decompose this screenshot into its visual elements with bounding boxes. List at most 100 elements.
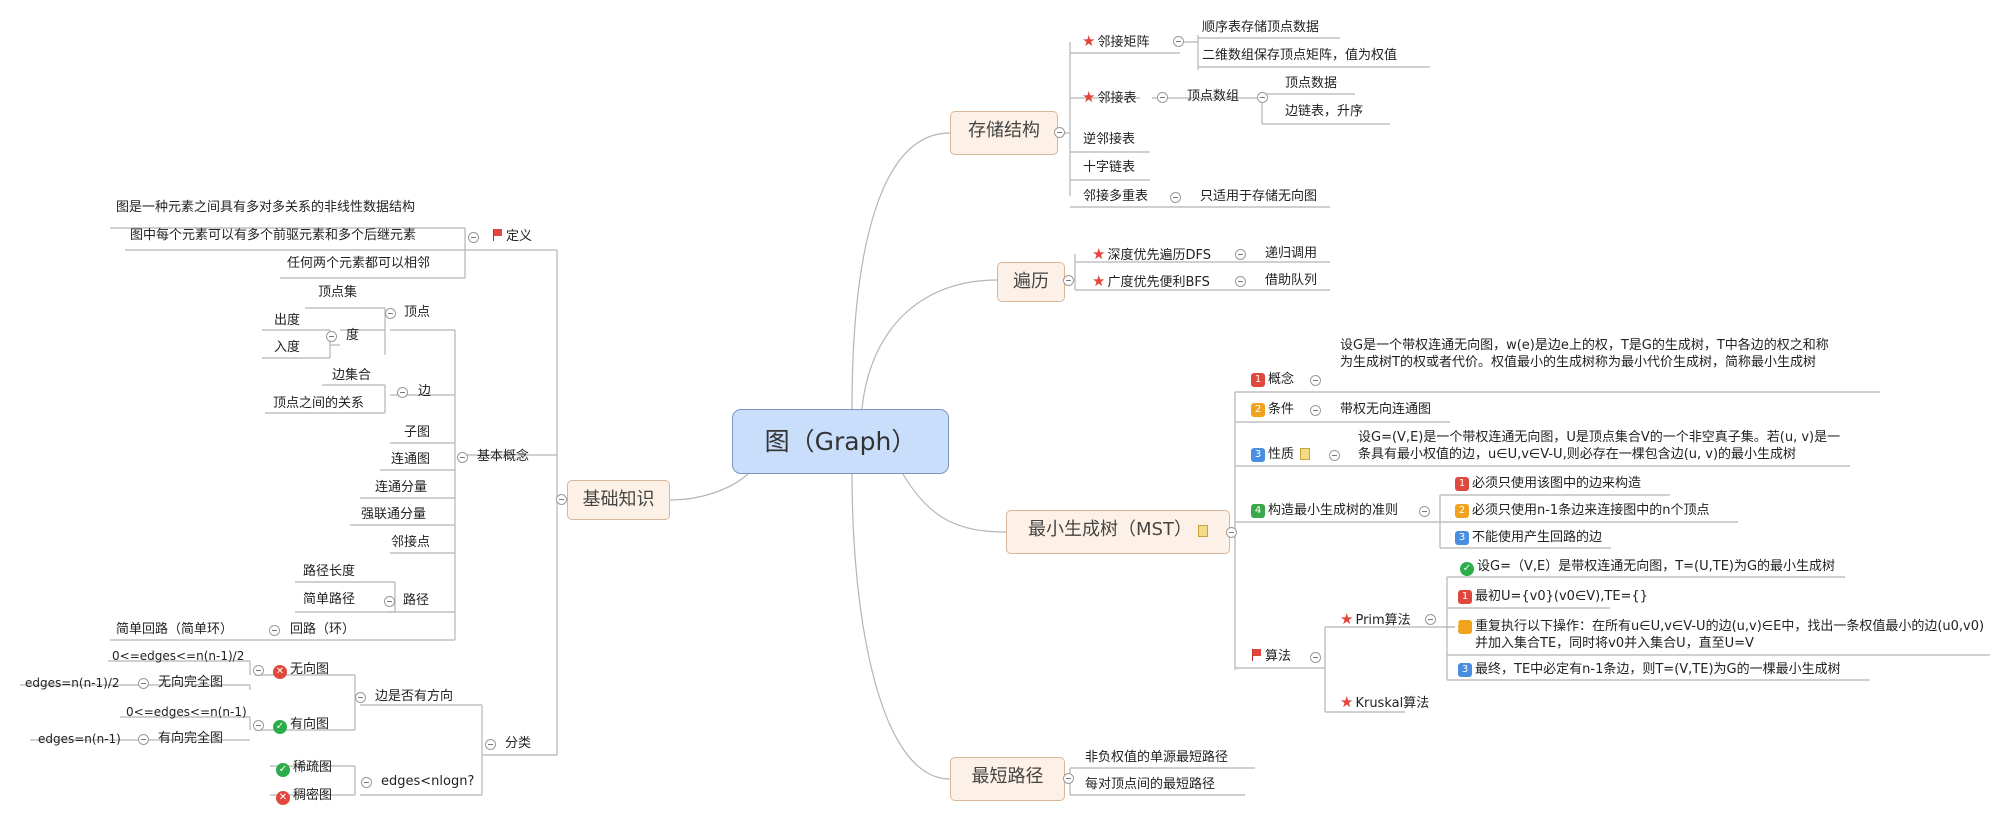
- node-adjacent[interactable]: 邻接点: [391, 535, 431, 550]
- collapse-toggle-icon[interactable]: [355, 692, 366, 703]
- node-dfs-c[interactable]: 递归调用: [1265, 246, 1318, 261]
- collapse-toggle-icon[interactable]: [1310, 652, 1321, 663]
- collapse-toggle-icon[interactable]: [556, 494, 567, 505]
- node-adj-matrix-c2[interactable]: 二维数组保存顶点矩阵，值为权值: [1202, 48, 1398, 63]
- node-def-3[interactable]: 任何两个元素都可以相邻: [287, 256, 431, 271]
- node-directed[interactable]: ✓有向图: [273, 717, 329, 734]
- node-sparse[interactable]: ✓稀疏图: [276, 760, 332, 777]
- node-dfs[interactable]: ★深度优先遍历DFS: [1092, 246, 1211, 264]
- node-strong-comp[interactable]: 强联通分量: [361, 507, 427, 522]
- collapse-toggle-icon[interactable]: [1063, 773, 1074, 784]
- topic-storage[interactable]: 存储结构: [950, 111, 1058, 155]
- node-complete-directed[interactable]: 有向完全图: [158, 731, 224, 746]
- node-property-text[interactable]: 设G=(V,E)是一个带权连通无向图，U是顶点集合V的一个非空真子集。若(u, …: [1358, 430, 1841, 462]
- node-directed-q[interactable]: 边是否有方向: [375, 689, 454, 704]
- collapse-toggle-icon[interactable]: [1329, 450, 1340, 461]
- node-concepts[interactable]: 基本概念: [477, 449, 530, 464]
- collapse-toggle-icon[interactable]: [384, 596, 395, 607]
- node-degree[interactable]: 度: [346, 328, 360, 343]
- node-adj-multi[interactable]: 邻接多重表: [1083, 189, 1149, 204]
- node-inv-adj[interactable]: 逆邻接表: [1083, 132, 1136, 147]
- topic-shortest[interactable]: 最短路径: [950, 757, 1065, 801]
- node-single-source[interactable]: 非负权值的单源最短路径: [1085, 750, 1229, 765]
- collapse-toggle-icon[interactable]: [1235, 276, 1246, 287]
- collapse-toggle-icon[interactable]: [1226, 527, 1237, 538]
- collapse-toggle-icon[interactable]: [253, 665, 264, 676]
- node-classify[interactable]: 分类: [505, 736, 532, 751]
- node-dense[interactable]: ✕稠密图: [276, 788, 332, 805]
- collapse-toggle-icon[interactable]: [1257, 92, 1268, 103]
- collapse-toggle-icon[interactable]: [1157, 92, 1168, 103]
- node-cycle[interactable]: 回路（环）: [290, 622, 356, 637]
- node-definition[interactable]: 定义: [492, 229, 532, 245]
- collapse-toggle-icon[interactable]: [397, 387, 408, 398]
- node-out-degree[interactable]: 出度: [274, 313, 301, 328]
- node-undirected[interactable]: ✕无向图: [273, 662, 329, 679]
- topic-traverse[interactable]: 遍历: [997, 262, 1065, 302]
- node-edge-list[interactable]: 边链表，升序: [1285, 104, 1364, 119]
- node-vertex-relation[interactable]: 顶点之间的关系: [273, 396, 365, 411]
- node-adj-matrix-c1[interactable]: 顺序表存储顶点数据: [1202, 20, 1320, 35]
- node-algo[interactable]: 算法: [1251, 649, 1291, 665]
- node-prim[interactable]: ★Prim算法: [1340, 611, 1411, 629]
- node-def-1[interactable]: 图是一种元素之间具有多对多关系的非线性数据结构: [116, 200, 416, 215]
- collapse-toggle-icon[interactable]: [1425, 614, 1436, 625]
- collapse-toggle-icon[interactable]: [138, 678, 149, 689]
- node-adj-matrix[interactable]: ★邻接矩阵: [1082, 33, 1149, 51]
- collapse-toggle-icon[interactable]: [1173, 36, 1184, 47]
- collapse-toggle-icon[interactable]: [485, 739, 496, 750]
- collapse-toggle-icon[interactable]: [457, 452, 468, 463]
- node-vertex-array[interactable]: 顶点数组: [1187, 89, 1240, 104]
- node-kruskal[interactable]: ★Kruskal算法: [1340, 694, 1429, 712]
- node-complete-undirected[interactable]: 无向完全图: [158, 675, 224, 690]
- node-path-length[interactable]: 路径长度: [303, 564, 356, 579]
- node-connected-graph[interactable]: 连通图: [391, 452, 431, 467]
- collapse-toggle-icon[interactable]: [269, 625, 280, 636]
- collapse-toggle-icon[interactable]: [326, 331, 337, 342]
- node-bfs[interactable]: ★广度优先便利BFS: [1092, 273, 1210, 291]
- collapse-toggle-icon[interactable]: [1054, 127, 1065, 138]
- node-connected-comp[interactable]: 连通分量: [375, 480, 428, 495]
- node-adj-list[interactable]: ★邻接表: [1082, 89, 1136, 107]
- node-bfs-c[interactable]: 借助队列: [1265, 273, 1318, 288]
- node-cross-list[interactable]: 十字链表: [1083, 160, 1136, 175]
- collapse-toggle-icon[interactable]: [1310, 405, 1321, 416]
- node-edge-set[interactable]: 边集合: [332, 368, 372, 383]
- node-vertex[interactable]: 顶点: [404, 305, 431, 320]
- node-simple-path[interactable]: 简单路径: [303, 592, 356, 607]
- collapse-toggle-icon[interactable]: [138, 734, 149, 745]
- node-directed-range[interactable]: 0<=edges<=n(n-1): [126, 705, 247, 719]
- topic-basics[interactable]: 基础知识: [567, 480, 670, 520]
- node-adj-multi-c[interactable]: 只适用于存储无向图: [1200, 189, 1318, 204]
- node-concept-text[interactable]: 设G是一个带权连通无向图，w(e)是边e上的权，T是G的生成树，T中各边的权之和…: [1340, 338, 1829, 370]
- collapse-toggle-icon[interactable]: [1235, 249, 1246, 260]
- node-complete-directed-v[interactable]: edges=n(n-1): [38, 732, 121, 746]
- node-complete-undirected-v[interactable]: edges=n(n-1)/2: [25, 676, 120, 690]
- node-subgraph[interactable]: 子图: [404, 425, 431, 440]
- collapse-toggle-icon[interactable]: [468, 232, 479, 243]
- node-in-degree[interactable]: 入度: [274, 340, 301, 355]
- node-prim-head[interactable]: ✓设G=（V,E）是带权连通无向图，T=(U,TE)为G的最小生成树: [1460, 559, 1835, 576]
- collapse-toggle-icon[interactable]: [361, 777, 372, 788]
- collapse-toggle-icon[interactable]: [1419, 506, 1430, 517]
- collapse-toggle-icon[interactable]: [1063, 275, 1074, 286]
- node-simple-cycle[interactable]: 简单回路（简单环）: [116, 622, 234, 637]
- topic-mst[interactable]: 最小生成树（MST）: [1006, 510, 1230, 554]
- collapse-toggle-icon[interactable]: [385, 308, 396, 319]
- node-condition-text[interactable]: 带权无向连通图: [1340, 402, 1432, 417]
- node-vertex-set[interactable]: 顶点集: [318, 285, 358, 300]
- node-vertex-data[interactable]: 顶点数据: [1285, 76, 1338, 91]
- collapse-toggle-icon[interactable]: [253, 720, 264, 731]
- collapse-toggle-icon[interactable]: [1170, 192, 1181, 203]
- central-topic[interactable]: 图（Graph）: [732, 409, 949, 474]
